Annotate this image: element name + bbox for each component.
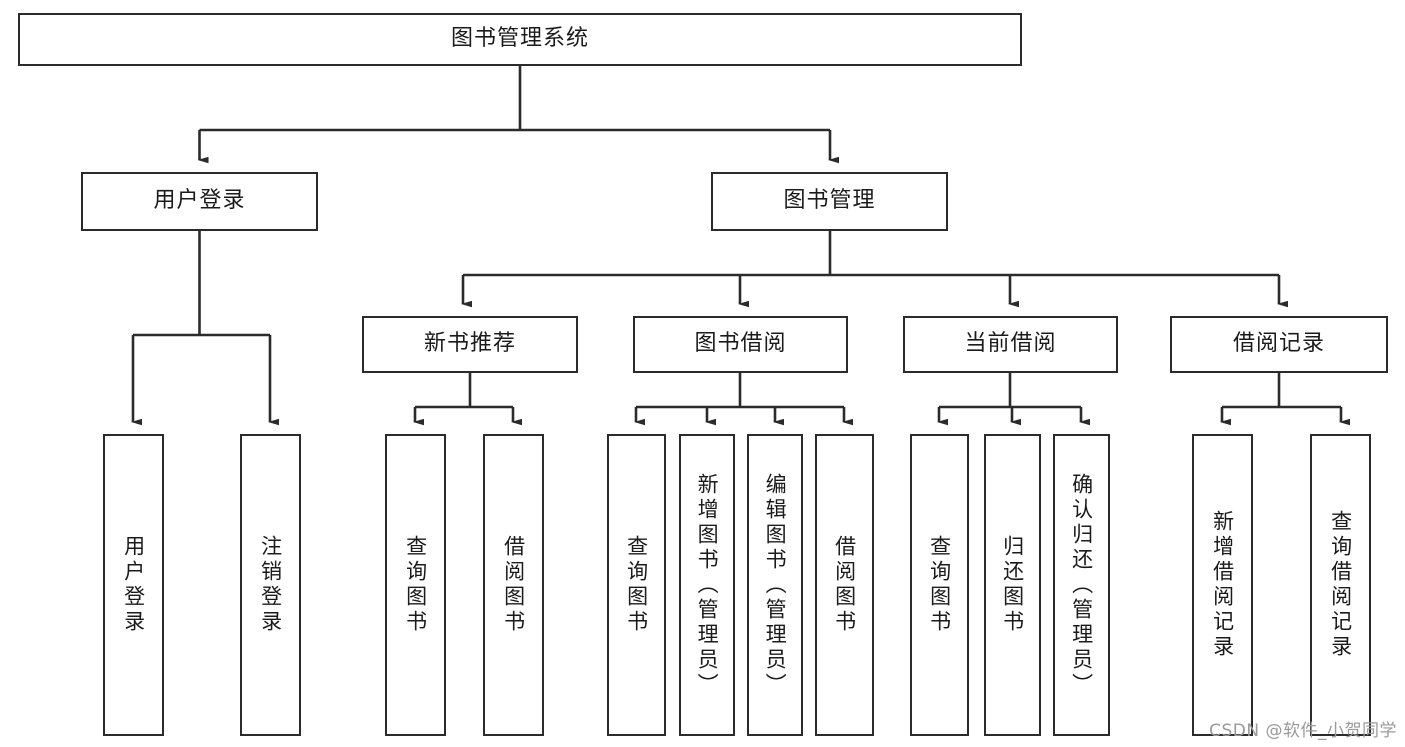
leaf-query-book-borrow[interactable]: 查询图书: [607, 434, 666, 736]
leaf-logout-login[interactable]: 注销登录: [240, 434, 301, 736]
leaf-add-book-admin[interactable]: 新增图书（管理员）: [679, 434, 735, 736]
node-book-management[interactable]: 图书管理: [711, 172, 948, 231]
watermark-text: CSDN @软件_小贺同学: [1209, 721, 1397, 741]
node-root-book-management-system[interactable]: 图书管理系统: [18, 13, 1022, 66]
node-new-book-recommend[interactable]: 新书推荐: [362, 316, 578, 373]
node-book-borrow[interactable]: 图书借阅: [633, 316, 848, 373]
node-borrow-record[interactable]: 借阅记录: [1170, 316, 1388, 373]
leaf-edit-book-admin[interactable]: 编辑图书（管理员）: [747, 434, 803, 736]
leaf-user-login[interactable]: 用户登录: [103, 434, 164, 736]
leaf-borrow-book-recommend[interactable]: 借阅图书: [483, 434, 544, 736]
leaf-confirm-return-admin[interactable]: 确认归还（管理员）: [1053, 434, 1110, 736]
node-current-borrow[interactable]: 当前借阅: [903, 316, 1118, 373]
leaf-borrow-book[interactable]: 借阅图书: [815, 434, 874, 736]
leaf-return-book[interactable]: 归还图书: [984, 434, 1041, 736]
leaf-query-borrow-record[interactable]: 查询借阅记录: [1310, 434, 1371, 736]
leaf-add-borrow-record[interactable]: 新增借阅记录: [1192, 434, 1253, 736]
leaf-query-book-current[interactable]: 查询图书: [910, 434, 969, 736]
node-user-login[interactable]: 用户登录: [81, 172, 318, 231]
leaf-query-book-recommend[interactable]: 查询图书: [385, 434, 446, 736]
